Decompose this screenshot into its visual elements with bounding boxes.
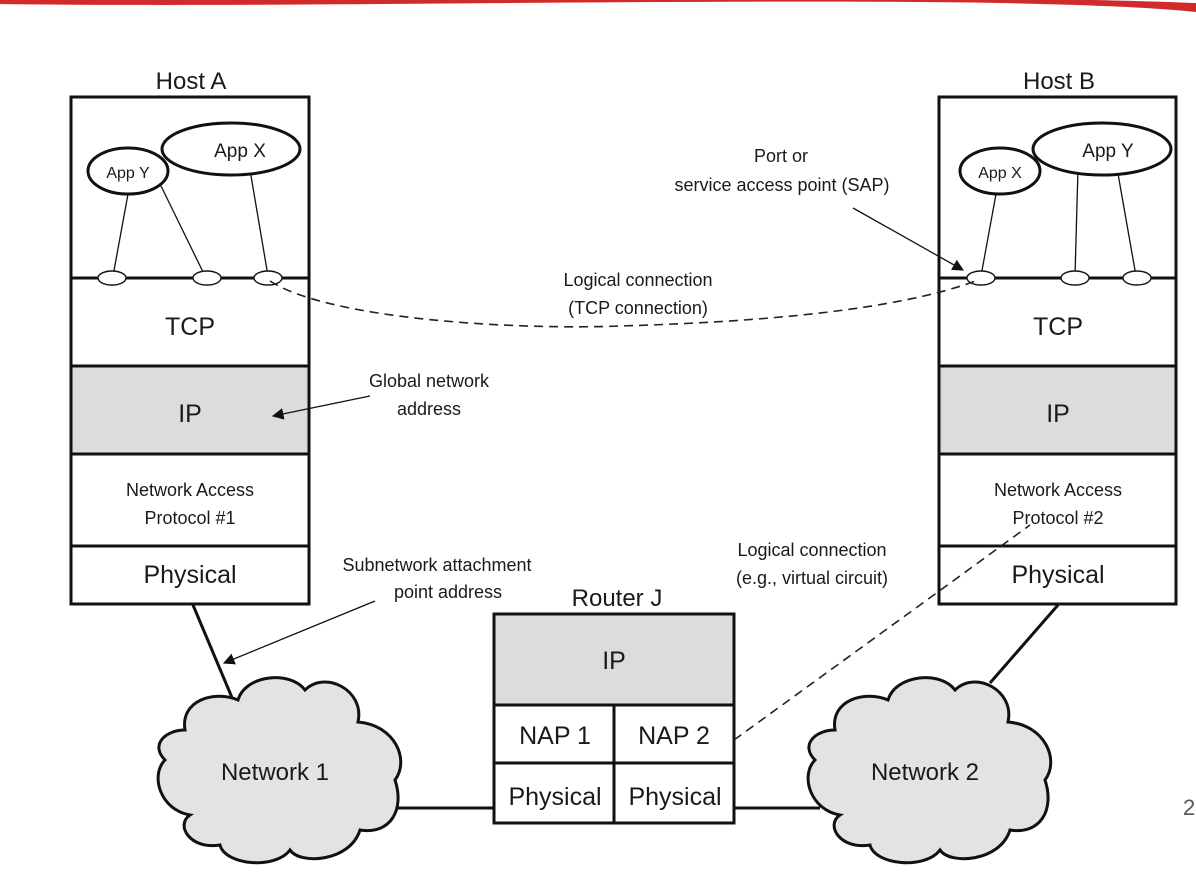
router-physical-right-label: Physical bbox=[628, 783, 721, 811]
host-a-nap-label-line1: Network Access bbox=[126, 480, 254, 500]
host-b-nap-label-line2: Protocol #2 bbox=[1012, 508, 1103, 528]
tcp-connection-annotation-line1: Logical connection bbox=[563, 270, 712, 290]
host-b: Host B TCP IP Network Access Protocol #2… bbox=[937, 68, 1178, 606]
host-b-physical-label: Physical bbox=[1011, 561, 1104, 589]
host-b-app-y bbox=[1031, 121, 1173, 177]
network-2-label: Network 2 bbox=[871, 759, 979, 786]
host-a-physical-layer bbox=[69, 544, 311, 606]
host-b-port-2 bbox=[1060, 270, 1090, 286]
host-a-port-2 bbox=[192, 270, 222, 286]
global-address-arrow bbox=[271, 395, 371, 420]
network-1-cloud: Network 1 bbox=[156, 676, 403, 865]
host-b-port-3 bbox=[1122, 270, 1152, 286]
port-annotation-line1: Port or bbox=[754, 146, 808, 166]
virtual-circuit-annotation-line2: (e.g., virtual circuit) bbox=[736, 568, 888, 588]
subnet-address-annotation-line2: point address bbox=[394, 582, 502, 602]
host-b-nap-layer bbox=[937, 452, 1178, 548]
router-nap1-label: NAP 1 bbox=[519, 722, 591, 750]
host-a-port-1 bbox=[97, 270, 127, 286]
host-b-app-x-label: App X bbox=[978, 165, 1022, 182]
host-a-tcp-label: TCP bbox=[165, 313, 215, 341]
port-annotation-arrow bbox=[852, 207, 965, 271]
subnet-address-arrow bbox=[222, 600, 376, 665]
host-a: Host A TCP IP Network Access Protocol #1… bbox=[69, 68, 311, 606]
router-nap2-layer bbox=[612, 703, 736, 765]
router-physical-left bbox=[492, 761, 616, 825]
host-b-app-x bbox=[958, 146, 1042, 196]
host-a-app-y bbox=[86, 146, 170, 196]
host-a-ip-label: IP bbox=[178, 400, 202, 428]
tcp-connection-annotation-line2: (TCP connection) bbox=[568, 298, 708, 318]
host-b-app-y-label: App Y bbox=[1082, 141, 1134, 162]
host-a-app-y-label: App Y bbox=[106, 165, 150, 182]
host-a-nap-layer bbox=[69, 452, 311, 548]
host-a-nap-label-line2: Protocol #1 bbox=[144, 508, 235, 528]
virtual-circuit-annotation-line1: Logical connection bbox=[737, 540, 886, 560]
host-a-app-x-label: App X bbox=[214, 141, 266, 162]
host-a-port-3 bbox=[253, 270, 283, 286]
router-nap2-label: NAP 2 bbox=[638, 722, 710, 750]
router-j: Router J IP NAP 1 NAP 2 Physical Physica… bbox=[492, 585, 736, 825]
host-a-app-x bbox=[160, 121, 302, 177]
network-2-cloud: Network 2 bbox=[806, 676, 1053, 865]
header-accent-stroke bbox=[0, 0, 1196, 12]
router-physical-right bbox=[612, 761, 736, 825]
host-b-ip-label: IP bbox=[1046, 400, 1070, 428]
host-a-physical-label: Physical bbox=[143, 561, 236, 589]
host-a-title: Host A bbox=[156, 68, 227, 95]
host-b-to-network2-link bbox=[988, 604, 1060, 684]
router-physical-left-label: Physical bbox=[508, 783, 601, 811]
network-1-label: Network 1 bbox=[221, 759, 329, 786]
page-number: 2 bbox=[1183, 795, 1195, 820]
global-address-annotation-line2: address bbox=[397, 399, 461, 419]
host-b-title: Host B bbox=[1023, 68, 1095, 95]
router-title: Router J bbox=[572, 585, 663, 612]
host-b-ip-layer bbox=[937, 364, 1178, 456]
router-ip-label: IP bbox=[602, 647, 626, 675]
host-a-to-network1-link bbox=[191, 604, 235, 701]
subnet-address-annotation-line1: Subnetwork attachment bbox=[342, 555, 531, 575]
host-b-physical-layer bbox=[937, 544, 1178, 606]
host-b-nap-label-line1: Network Access bbox=[994, 480, 1122, 500]
global-address-annotation-line1: Global network bbox=[369, 371, 490, 391]
port-annotation-line2: service access point (SAP) bbox=[674, 175, 889, 195]
host-b-tcp-label: TCP bbox=[1033, 313, 1083, 341]
tcp-logical-connection-line bbox=[269, 279, 979, 328]
host-a-tcp-layer bbox=[69, 276, 311, 368]
virtual-circuit-logical-connection-line bbox=[733, 524, 1031, 741]
